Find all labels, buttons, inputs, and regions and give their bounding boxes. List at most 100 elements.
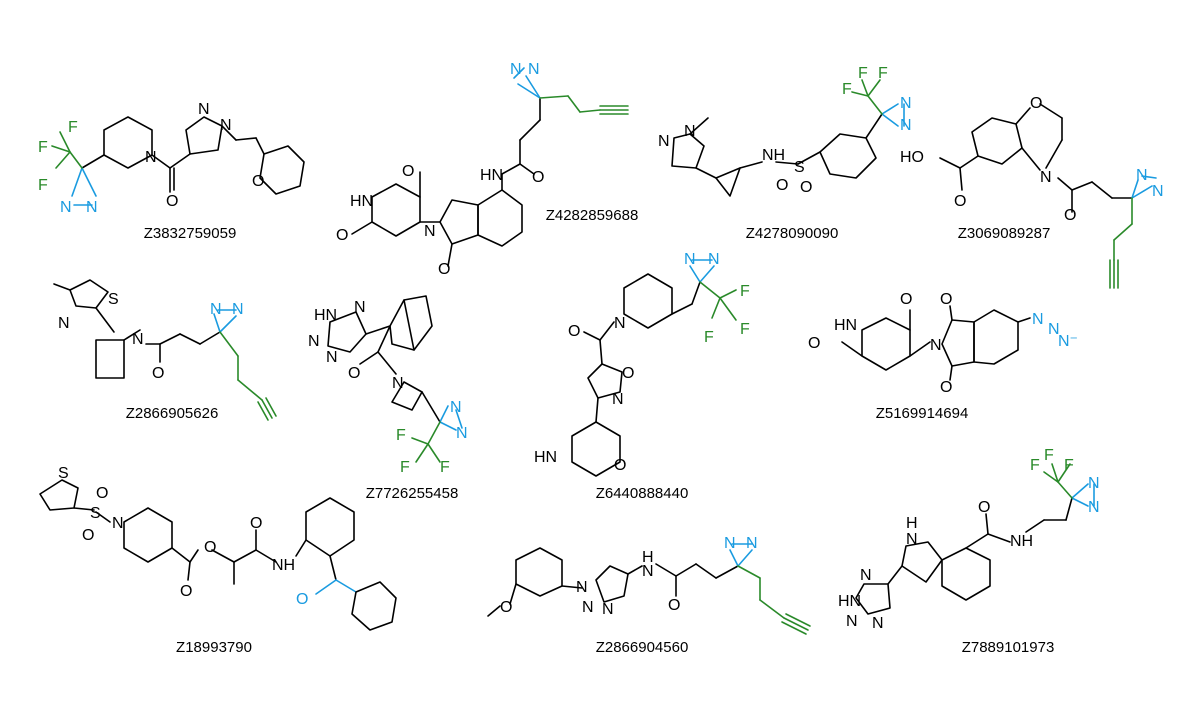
compound-label: Z4278090090 — [746, 225, 839, 242]
svg-text:F: F — [858, 65, 868, 82]
svg-text:O: O — [568, 323, 580, 340]
svg-text:O: O — [1030, 95, 1042, 112]
structure-Z2866904560: O N N N H N O N N Z2866904560 — [487, 535, 811, 656]
svg-text:N: N — [900, 95, 912, 112]
svg-text:F: F — [740, 321, 750, 338]
svg-text:N: N — [86, 199, 98, 216]
svg-text:N: N — [392, 375, 404, 392]
svg-text:O: O — [978, 499, 990, 516]
svg-text:N: N — [576, 579, 588, 596]
svg-text:N: N — [612, 391, 624, 408]
svg-text:N: N — [930, 337, 942, 354]
svg-text:NH: NH — [762, 147, 785, 164]
svg-text:S: S — [108, 291, 119, 308]
svg-text:N: N — [684, 123, 696, 140]
svg-text:N: N — [872, 615, 884, 632]
svg-text:F: F — [740, 283, 750, 300]
structure-Z7889101973: H N N HN N N O NH F F F N N Z7889101973 — [838, 447, 1100, 656]
svg-text:O: O — [166, 193, 178, 210]
structure-Z3069089287: O HO O N O N N Z3069089287 — [900, 95, 1164, 289]
svg-text:O: O — [954, 193, 966, 210]
svg-text:O: O — [82, 527, 94, 544]
svg-text:N: N — [1032, 311, 1044, 328]
svg-text:O: O — [808, 335, 820, 352]
svg-text:O: O — [152, 365, 164, 382]
compound-label: Z7726255458 — [366, 485, 459, 502]
svg-text:N: N — [1136, 167, 1148, 184]
svg-text:O: O — [296, 591, 308, 608]
svg-text:O: O — [532, 169, 544, 186]
svg-text:O: O — [500, 599, 512, 616]
svg-text:HN: HN — [314, 307, 337, 324]
svg-text:N: N — [424, 223, 436, 240]
compound-label: Z3069089287 — [958, 225, 1051, 242]
svg-text:N: N — [112, 515, 124, 532]
svg-text:O: O — [250, 515, 262, 532]
svg-text:N: N — [456, 425, 468, 442]
svg-text:N: N — [528, 61, 540, 78]
svg-text:S: S — [58, 465, 69, 482]
structure-Z4278090090: N N NH S O O F F F N N Z4278090090 — [658, 65, 912, 242]
svg-text:N: N — [906, 531, 918, 548]
svg-text:NH: NH — [272, 557, 295, 574]
svg-text:N: N — [145, 149, 157, 166]
svg-text:O: O — [800, 179, 812, 196]
structure-Z18993790: S O S O N O O O NH O Z18993790 — [39, 465, 397, 656]
compound-label: Z7889101973 — [962, 639, 1055, 656]
svg-text:F: F — [1064, 457, 1074, 474]
svg-text:H: H — [906, 515, 918, 532]
svg-text:N: N — [708, 251, 720, 268]
svg-text:F: F — [704, 329, 714, 346]
svg-text:N: N — [684, 251, 696, 268]
svg-text:N: N — [308, 333, 320, 350]
svg-text:N: N — [510, 61, 522, 78]
svg-text:F: F — [38, 177, 48, 194]
structure-Z3832759059: N O N N O F F F N N Z3832759059 — [38, 101, 305, 242]
svg-text:O: O — [96, 485, 108, 502]
svg-text:HN: HN — [350, 193, 373, 210]
svg-text:O: O — [438, 261, 450, 278]
structure-Z4282859688: O HN O N O HN O N N Z4282859688 — [336, 61, 638, 278]
structure-Z7726255458: HN N N N O N F F F N N Z7726255458 — [308, 295, 468, 502]
structure-Z2866905626: S N N O N N Z2866905626 — [53, 279, 277, 422]
compound-label: Z2866905626 — [126, 405, 219, 422]
svg-text:N: N — [860, 567, 872, 584]
svg-text:O: O — [940, 291, 952, 308]
svg-text:O: O — [1064, 207, 1076, 224]
svg-text:N: N — [1088, 499, 1100, 516]
svg-text:N: N — [582, 599, 594, 616]
svg-text:F: F — [400, 459, 410, 476]
svg-text:HN: HN — [838, 593, 861, 610]
svg-text:N: N — [614, 315, 626, 332]
svg-text:F: F — [842, 81, 852, 98]
svg-text:O: O — [614, 457, 626, 474]
svg-text:O: O — [622, 365, 634, 382]
svg-text:N: N — [232, 301, 244, 318]
svg-text:HN: HN — [834, 317, 857, 334]
svg-text:HO: HO — [900, 149, 924, 166]
svg-text:N: N — [1088, 475, 1100, 492]
svg-text:N: N — [326, 349, 338, 366]
svg-text:N: N — [724, 535, 736, 552]
svg-text:N: N — [354, 299, 366, 316]
svg-text:O: O — [348, 365, 360, 382]
svg-text:F: F — [396, 427, 406, 444]
svg-text:N: N — [220, 117, 232, 134]
svg-text:F: F — [1030, 457, 1040, 474]
svg-text:F: F — [440, 459, 450, 476]
svg-text:F: F — [878, 65, 888, 82]
svg-text:N: N — [210, 301, 222, 318]
compound-label: Z3832759059 — [144, 225, 237, 242]
svg-text:F: F — [1044, 447, 1054, 464]
structure-Z5169914694: HN O O N O O N N N⁻ Z5169914694 — [808, 291, 1078, 422]
svg-text:N: N — [658, 133, 670, 150]
svg-text:S: S — [90, 505, 101, 522]
svg-text:H: H — [642, 549, 654, 566]
svg-text:N⁻: N⁻ — [1058, 333, 1078, 350]
svg-text:N: N — [900, 117, 912, 134]
svg-text:N: N — [198, 101, 210, 118]
compound-label: Z4282859688 — [546, 207, 639, 224]
svg-text:O: O — [336, 227, 348, 244]
